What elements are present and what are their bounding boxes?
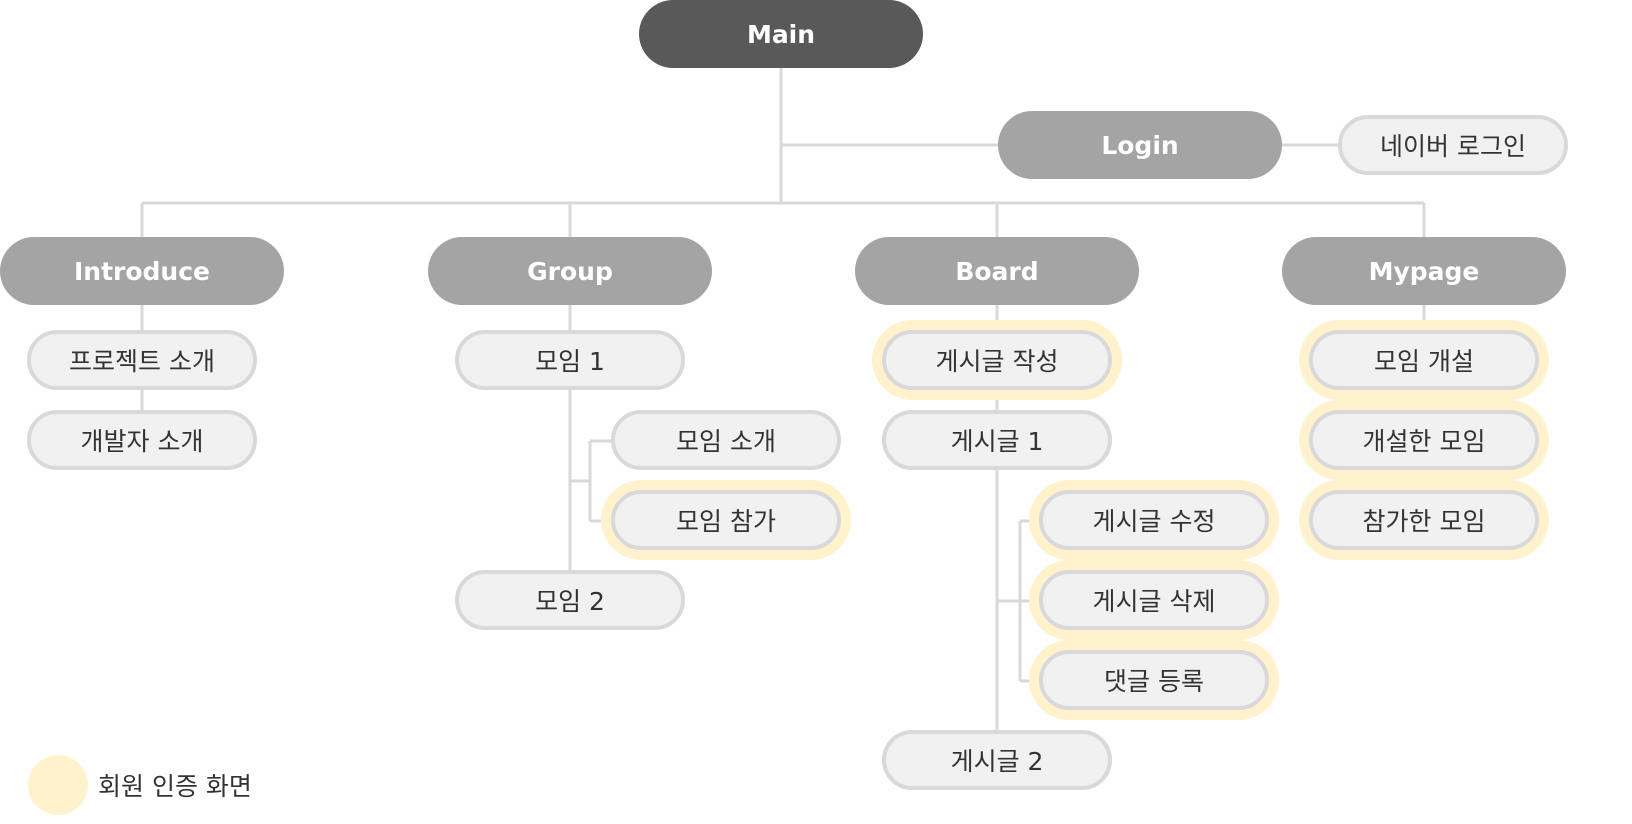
- page-node-게시글-수정: 게시글 수정: [1039, 490, 1269, 550]
- page-node-모임-2: 모임 2: [455, 570, 685, 630]
- category-node-board: Board: [855, 237, 1139, 305]
- root-node-main: Main: [639, 0, 923, 68]
- category-node-login: Login: [998, 111, 1282, 179]
- page-node-게시글-작성: 게시글 작성: [882, 330, 1112, 390]
- page-node-게시글-1: 게시글 1: [882, 410, 1112, 470]
- legend-label: 회원 인증 화면: [98, 772, 252, 801]
- page-node-모임-1: 모임 1: [455, 330, 685, 390]
- legend: 회원 인증 화면: [28, 755, 252, 815]
- page-node-모임-소개: 모임 소개: [611, 410, 841, 470]
- page-node-게시글-삭제: 게시글 삭제: [1039, 570, 1269, 630]
- category-node-mypage: Mypage: [1282, 237, 1566, 305]
- page-node-게시글-2: 게시글 2: [882, 730, 1112, 790]
- page-node-모임-개설: 모임 개설: [1309, 330, 1539, 390]
- category-node-introduce: Introduce: [0, 237, 284, 305]
- page-node-모임-참가: 모임 참가: [611, 490, 841, 550]
- page-node-개발자-소개: 개발자 소개: [27, 410, 257, 470]
- page-node-개설한-모임: 개설한 모임: [1309, 410, 1539, 470]
- legend-highlight-swatch: [28, 755, 88, 815]
- category-node-group: Group: [428, 237, 712, 305]
- page-node-네이버-로그인: 네이버 로그인: [1338, 115, 1568, 175]
- page-node-댓글-등록: 댓글 등록: [1039, 650, 1269, 710]
- page-node-프로젝트-소개: 프로젝트 소개: [27, 330, 257, 390]
- page-node-참가한-모임: 참가한 모임: [1309, 490, 1539, 550]
